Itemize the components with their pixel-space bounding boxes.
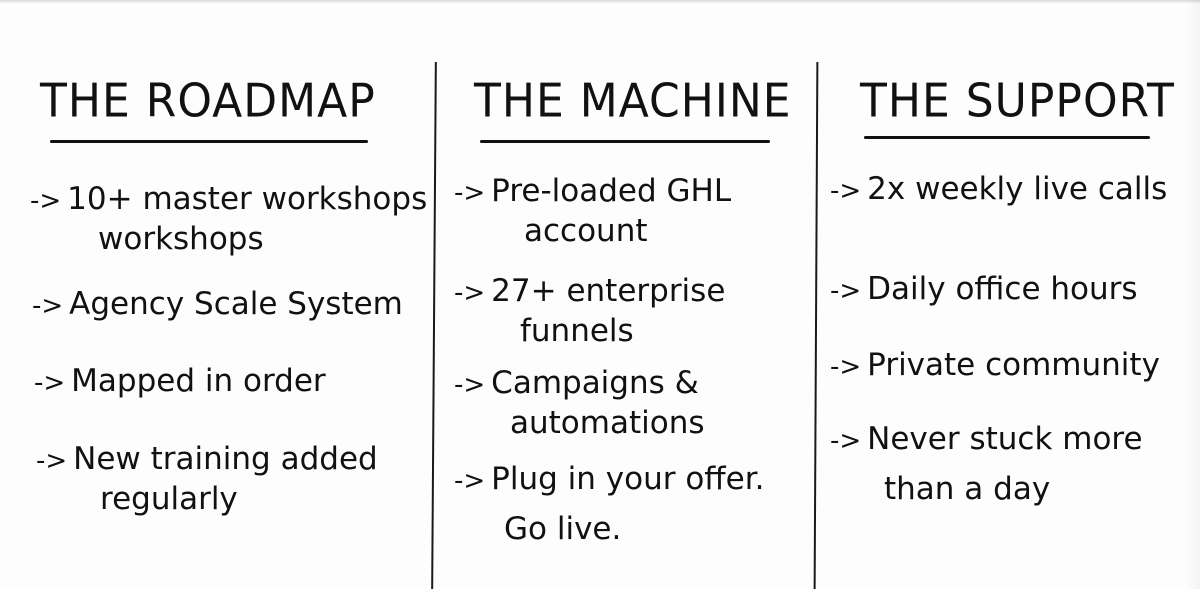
arrow-icon: -> [830, 426, 862, 456]
item-line-continued: automations [510, 405, 705, 441]
machine-heading-underline [480, 140, 770, 143]
item-line: 10+ master workshops [67, 181, 428, 217]
column-machine: THE MACHINE ->Pre-loaded GHL account ->2… [436, 0, 814, 589]
arrow-icon: -> [830, 276, 862, 306]
support-item-community: ->Private community [830, 346, 1160, 386]
roadmap-heading-underline [50, 140, 368, 143]
item-line: Campaigns & [491, 365, 699, 401]
item-line: 27+ enterprise [491, 273, 726, 309]
support-item-never-stuck: ->Never stuck more than a day [830, 420, 1143, 508]
arrow-icon: -> [454, 370, 486, 400]
roadmap-item-scale-system: ->Agency Scale System [32, 285, 403, 325]
board-edge-shadow [1186, 0, 1200, 589]
arrow-icon: -> [34, 368, 66, 398]
arrow-icon: -> [830, 352, 862, 382]
arrow-icon: -> [36, 446, 68, 476]
item-line: Mapped in order [71, 363, 326, 399]
arrow-icon: -> [830, 176, 862, 206]
support-item-office-hours: ->Daily office hours [830, 270, 1138, 310]
machine-heading: THE MACHINE [474, 74, 792, 129]
item-line: Agency Scale System [69, 286, 403, 322]
column-support: THE SUPPORT ->2x weekly live calls ->Dai… [818, 0, 1200, 589]
item-line-continued: Go live. [504, 511, 622, 547]
board-top-edge [0, 0, 1200, 3]
support-item-live-calls: ->2x weekly live calls [830, 170, 1167, 210]
item-line-continued: workshops [98, 221, 264, 257]
arrow-icon: -> [30, 186, 62, 216]
roadmap-item-mapped: ->Mapped in order [34, 362, 326, 402]
item-line: Private community [867, 347, 1160, 383]
roadmap-item-workshops: ->10+ master workshops workshops [30, 180, 427, 258]
item-line-continued: funnels [520, 313, 634, 349]
support-heading: THE SUPPORT [860, 74, 1175, 129]
arrow-icon: -> [32, 291, 64, 321]
machine-item-campaigns: ->Campaigns & automations [454, 364, 705, 442]
support-heading-underline [864, 136, 1150, 139]
arrow-icon: -> [454, 178, 486, 208]
arrow-icon: -> [454, 278, 486, 308]
item-line-continued: regularly [100, 481, 238, 517]
arrow-icon: -> [454, 466, 486, 496]
item-line: Daily office hours [867, 271, 1138, 307]
machine-item-ghl: ->Pre-loaded GHL account [454, 172, 731, 250]
item-line: Plug in your offer. [491, 461, 765, 497]
item-line: Pre-loaded GHL [491, 173, 732, 209]
item-line-continued: than a day [884, 471, 1051, 507]
roadmap-heading: THE ROADMAP [40, 74, 376, 129]
item-line: New training added [73, 441, 378, 477]
item-line-continued: account [524, 213, 648, 249]
roadmap-item-new-training: ->New training added regularly [36, 440, 378, 518]
item-line: 2x weekly live calls [867, 171, 1168, 207]
item-line: Never stuck more [867, 421, 1143, 457]
machine-item-plug-in: ->Plug in your offer. Go live. [454, 460, 764, 548]
column-roadmap: THE ROADMAP ->10+ master workshops works… [0, 0, 432, 589]
machine-item-funnels: ->27+ enterprise funnels [454, 272, 725, 350]
